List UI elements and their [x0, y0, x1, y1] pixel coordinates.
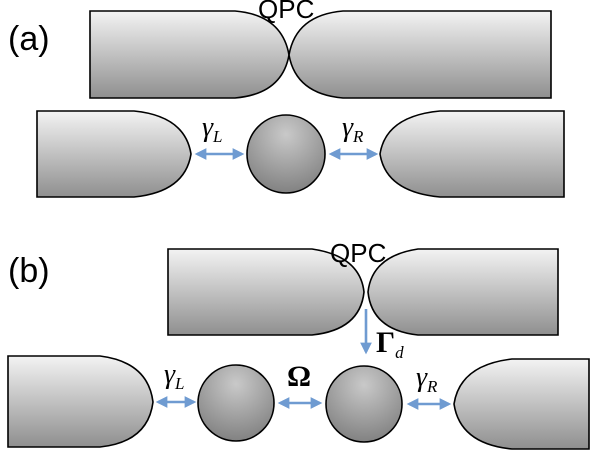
panel-a-label: (a) — [8, 20, 50, 58]
gamma-right-label: γR — [342, 112, 364, 146]
qpc-label: QPC — [330, 238, 386, 268]
panel-a: (a) QPC γL γR — [8, 0, 565, 198]
right-lead-gate — [453, 358, 590, 450]
gamma-right-label: γR — [416, 362, 438, 396]
interdot-coupling-label: Ω — [287, 360, 311, 393]
dephasing-subscript: d — [395, 343, 404, 362]
gamma-right-subscript: R — [352, 127, 364, 146]
gamma-left-symbol: γ — [202, 112, 214, 143]
qpc-right-gate — [367, 248, 559, 336]
panel-b-label: (b) — [8, 252, 50, 290]
gamma-left-symbol: γ — [164, 359, 176, 390]
dephasing-symbol: Γ — [376, 326, 395, 359]
qpc-label: QPC — [258, 0, 314, 24]
left-lead-gate — [36, 110, 192, 198]
gamma-left-label: γL — [202, 112, 223, 146]
qpc-left-gate — [167, 248, 365, 336]
gamma-left-subscript: L — [212, 127, 222, 146]
qpc-left-gate — [89, 10, 290, 99]
left-lead-gate — [7, 355, 154, 448]
panel-b: (b) QPC Γd γL Ω γR — [7, 238, 590, 450]
gamma-left-label: γL — [164, 359, 185, 393]
quantum-dot-left — [197, 364, 275, 442]
quantum-dot — [246, 114, 326, 194]
right-lead-gate — [379, 110, 565, 198]
qpc-right-gate — [288, 10, 552, 99]
gamma-left-subscript: L — [174, 374, 184, 393]
dephasing-rate-label: Γd — [376, 326, 404, 362]
gamma-right-subscript: R — [426, 377, 438, 396]
gamma-right-symbol: γ — [342, 112, 354, 143]
gamma-right-symbol: γ — [416, 362, 428, 393]
quantum-dot-right — [325, 365, 403, 443]
